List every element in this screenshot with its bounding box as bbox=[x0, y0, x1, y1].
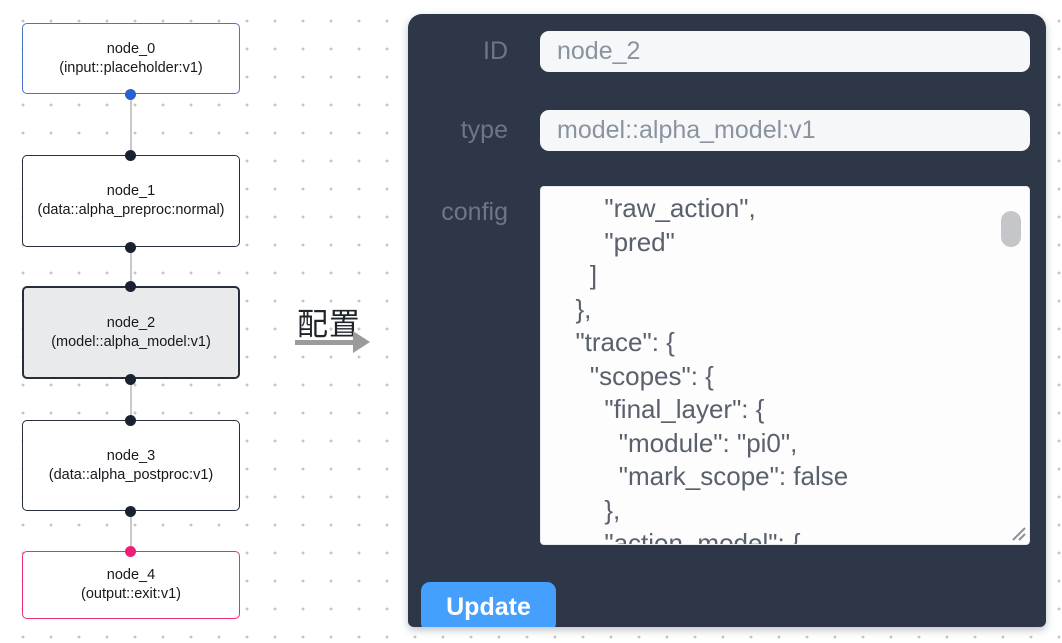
resize-handle-icon[interactable] bbox=[1007, 522, 1027, 542]
update-button[interactable]: Update bbox=[421, 582, 556, 627]
node-id-label: node_4 bbox=[106, 567, 156, 583]
port-node3-output[interactable] bbox=[125, 506, 136, 517]
id-input[interactable] bbox=[540, 31, 1030, 72]
port-node2-output[interactable] bbox=[125, 374, 136, 385]
configure-annotation-label: 配置 bbox=[297, 307, 361, 342]
node-id-label: node_0 bbox=[106, 40, 156, 57]
flow-node-node1[interactable]: node_1 (data::alpha_preproc:normal) bbox=[22, 155, 240, 247]
node-type-label: (output::exit:v1) bbox=[81, 586, 181, 602]
type-field-label: type bbox=[460, 116, 508, 144]
id-field-label: ID bbox=[483, 37, 508, 65]
node-id-label: node_1 bbox=[106, 183, 156, 199]
port-node3-input[interactable] bbox=[125, 415, 136, 426]
node-type-label: (input::placeholder:v1) bbox=[59, 59, 203, 76]
node-type-label: (model::alpha_model:v1) bbox=[51, 333, 211, 350]
edge-node1-node2 bbox=[130, 247, 132, 286]
config-textarea[interactable]: "raw_action", "pred" ] }, "trace": { "sc… bbox=[540, 186, 1030, 545]
arrow-head-icon bbox=[353, 331, 370, 353]
port-node4-input[interactable] bbox=[125, 546, 136, 557]
flow-node-node2-selected[interactable]: node_2 (model::alpha_model:v1) bbox=[22, 286, 240, 379]
node-type-label: (data::alpha_preproc:normal) bbox=[37, 202, 225, 218]
flow-node-node4[interactable]: node_4 (output::exit:v1) bbox=[22, 551, 240, 619]
edge-node3-node4 bbox=[130, 511, 132, 551]
node-config-panel: ID type config "raw_action", "pred" ] },… bbox=[408, 14, 1046, 627]
edge-node0-node1 bbox=[130, 94, 132, 155]
port-node2-input[interactable] bbox=[125, 281, 136, 292]
node-id-label: node_3 bbox=[106, 447, 156, 464]
config-field-label: config bbox=[441, 198, 508, 226]
port-node0-output[interactable] bbox=[125, 89, 136, 100]
node-type-label: (data::alpha_postproc:v1) bbox=[48, 466, 214, 483]
node-id-label: node_2 bbox=[106, 314, 156, 331]
edge-node2-node3 bbox=[130, 379, 132, 420]
port-node1-output[interactable] bbox=[125, 242, 136, 253]
type-input[interactable] bbox=[540, 110, 1030, 151]
flow-node-node3[interactable]: node_3 (data::alpha_postproc:v1) bbox=[22, 420, 240, 511]
port-node1-input[interactable] bbox=[125, 150, 136, 161]
arrow-line bbox=[295, 340, 353, 345]
config-json-text: "raw_action", "pred" ] }, "trace": { "sc… bbox=[575, 193, 849, 545]
scrollbar-thumb[interactable] bbox=[1001, 211, 1021, 247]
flow-node-node0[interactable]: node_0 (input::placeholder:v1) bbox=[22, 23, 240, 94]
